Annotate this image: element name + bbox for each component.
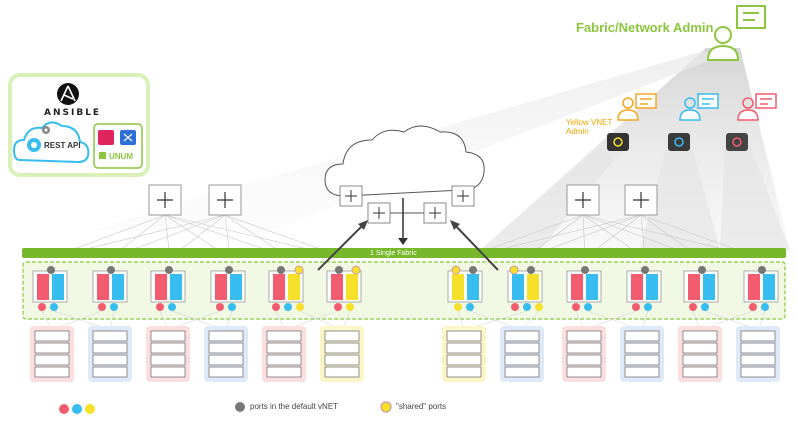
yellow-admin-beam (480, 140, 630, 250)
server-icon (500, 326, 544, 382)
leaf-switch (268, 265, 304, 311)
single-fabric-bar (22, 248, 786, 258)
server-icon (88, 326, 132, 382)
fabric-admin-title: Fabric/Network Admin (576, 20, 714, 35)
small-gear-icon (42, 126, 50, 134)
leaf-switch (92, 266, 128, 311)
edge-router-icon (367, 202, 391, 224)
leaf-switch (683, 266, 719, 311)
leaf-switch (447, 265, 483, 311)
server-icon (562, 326, 606, 382)
single-fabric-label: 1 Single Fabric (370, 250, 417, 257)
leaf-switch (626, 266, 662, 311)
leaf-switch (743, 266, 779, 311)
server-icon (30, 326, 74, 382)
server-icon (736, 326, 780, 382)
unum-label: UNUM (109, 152, 133, 161)
yellow-vnet-admin-label: Yellow VNET Admin (566, 118, 613, 136)
ansible-label: ANSIBLE (44, 108, 102, 118)
leaf-switch (326, 265, 362, 311)
blue-admin-beam (640, 140, 720, 250)
legend-default-ports-label: ports in the default vNET (250, 402, 339, 411)
legend (59, 401, 392, 414)
admin-console-icons (607, 133, 748, 151)
leaf-switch (32, 266, 68, 311)
server-icon (620, 326, 664, 382)
server-icon (320, 326, 364, 382)
uplink-arrow (451, 221, 499, 271)
server-icon (678, 326, 722, 382)
legend-yellow-dot (85, 404, 95, 414)
legend-blue-dot (72, 404, 82, 414)
servers (30, 326, 780, 382)
unum-icon (93, 123, 143, 169)
spine-switch-icon (624, 184, 658, 216)
uplink-arrow (317, 221, 367, 271)
cloud-icon (12, 121, 90, 164)
gear-icon (27, 138, 41, 152)
edge-router-icon (451, 185, 475, 207)
legend-shared-port-dot (380, 401, 392, 413)
server-icon (442, 326, 486, 382)
leaf-switch (150, 266, 186, 311)
leaf-group (22, 261, 786, 320)
server-icon (262, 326, 306, 382)
leaf-switches (32, 265, 779, 311)
yellow-admin-person-icon (617, 93, 657, 121)
fabric-admin-person-icon (706, 5, 766, 61)
leaf-switch (566, 266, 602, 311)
legend-red-dot (59, 404, 69, 414)
server-icon (146, 326, 190, 382)
server-icon (204, 326, 248, 382)
blue-admin-person-icon (679, 93, 719, 121)
edge-router-icon (339, 185, 363, 207)
red-admin-beam (720, 140, 790, 250)
leaf-switch (210, 266, 246, 311)
edge-router-icon (423, 202, 447, 224)
red-admin-person-icon (737, 93, 777, 121)
spine-switch-icon (208, 184, 242, 216)
leaf-switch (507, 265, 543, 311)
wan-cloud-icon (324, 125, 485, 197)
spine-switch-icon (148, 184, 182, 216)
legend-shared-ports-label: "shared" ports (396, 402, 447, 411)
spine-switch-icon (566, 184, 600, 216)
legend-default-port-dot (235, 402, 245, 412)
rest-api-label: REST API (44, 141, 81, 150)
automation-panel (8, 73, 150, 177)
